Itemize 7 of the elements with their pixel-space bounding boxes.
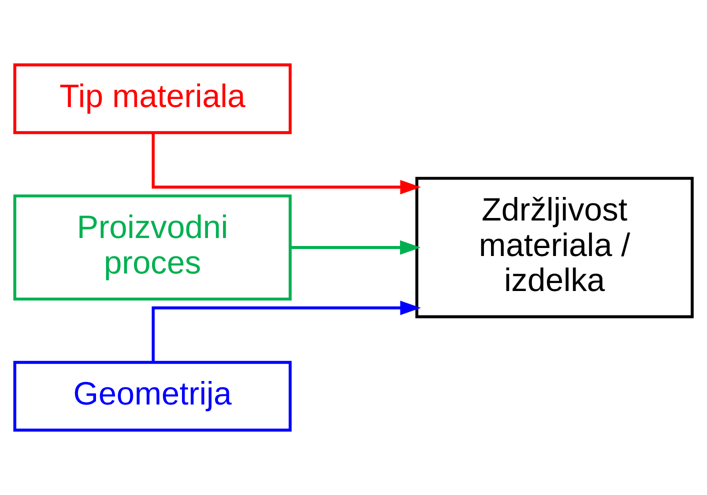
node-box: Geometrija <box>13 360 292 432</box>
arrow <box>152 132 421 194</box>
arrow <box>290 240 421 255</box>
arrow <box>152 300 421 362</box>
node-box: Zdržljivost materiala / izdelka <box>415 176 694 318</box>
node-box: Proizvodni proces <box>13 194 292 301</box>
node-box: Tip materiala <box>13 63 292 134</box>
